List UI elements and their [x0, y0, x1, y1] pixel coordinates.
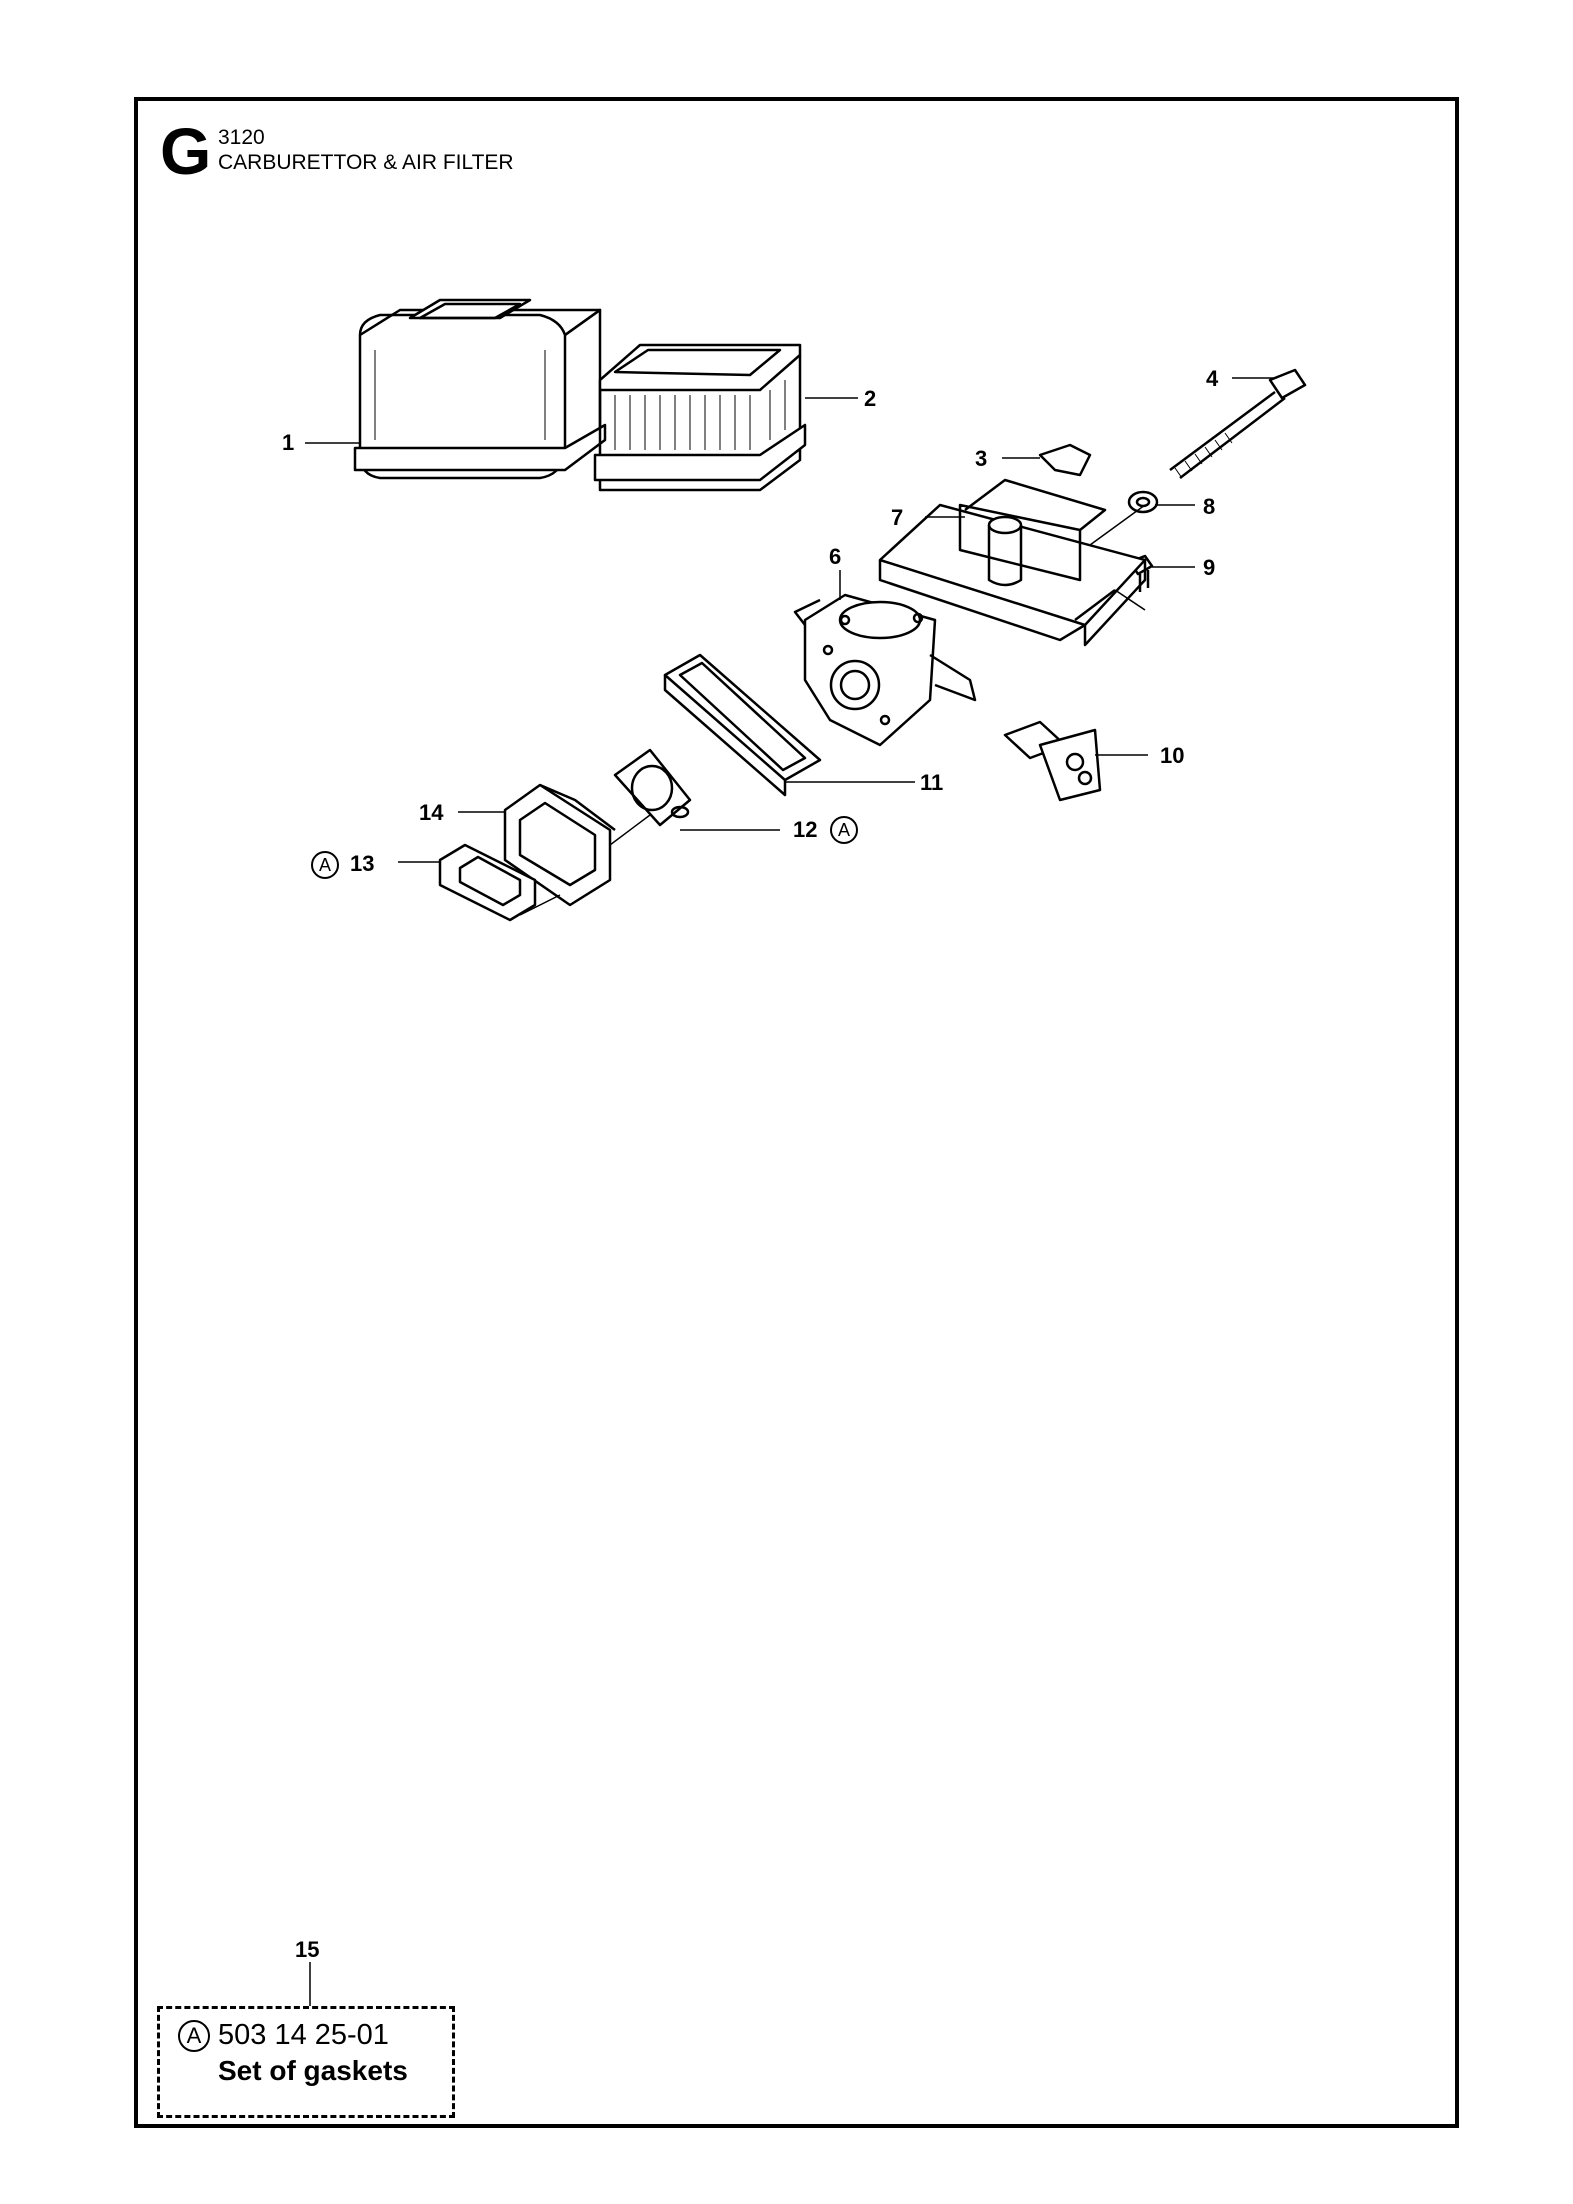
page-frame: [134, 97, 1459, 2128]
leader-lines: [305, 377, 1275, 2006]
kit-callout-15: 15: [295, 1937, 320, 1962]
section-title: CARBURETTOR & AIR FILTER: [218, 151, 514, 174]
callout-10: 10: [1160, 743, 1185, 768]
callout-13: 13: [350, 851, 375, 876]
reference-marker-13: A: [311, 851, 339, 879]
carburettor-6: [793, 593, 977, 747]
section-letter: G: [160, 114, 212, 188]
filter-base-7: [878, 478, 1147, 647]
valve-assembly-10: [1003, 720, 1102, 802]
callout-3: 3: [975, 446, 988, 471]
reference-marker-12: A: [830, 816, 858, 844]
intake-manifold-14: [503, 783, 616, 907]
callout-9: 9: [1203, 555, 1216, 580]
kit-reference-marker: A: [178, 2020, 210, 2052]
filter-gasket-11: [663, 653, 822, 797]
air-filter-element-1: [353, 298, 607, 480]
kit-description: Set of gaskets: [218, 2055, 408, 2086]
callout-7: 7: [891, 505, 904, 530]
air-filter-frame-2: [593, 343, 807, 492]
carb-gasket-12: [613, 748, 692, 827]
section-code: 3120: [218, 126, 265, 149]
callout-14: 14: [419, 800, 444, 825]
wedge-part-3: [1038, 443, 1092, 477]
long-screw-4: [1169, 368, 1307, 479]
callout-4: 4: [1206, 366, 1219, 391]
callout-1: 1: [282, 430, 295, 455]
callout-6: 6: [829, 544, 842, 569]
washer-8: [1127, 490, 1159, 514]
manifold-gasket-13: [438, 843, 537, 922]
callout-8: 8: [1203, 494, 1216, 519]
callout-12: 12: [793, 817, 818, 842]
callout-11: 11: [920, 770, 944, 795]
kit-box: [157, 2006, 455, 2118]
callout-2: 2: [864, 386, 877, 411]
kit-part-number: 503 14 25-01: [218, 2019, 389, 2051]
